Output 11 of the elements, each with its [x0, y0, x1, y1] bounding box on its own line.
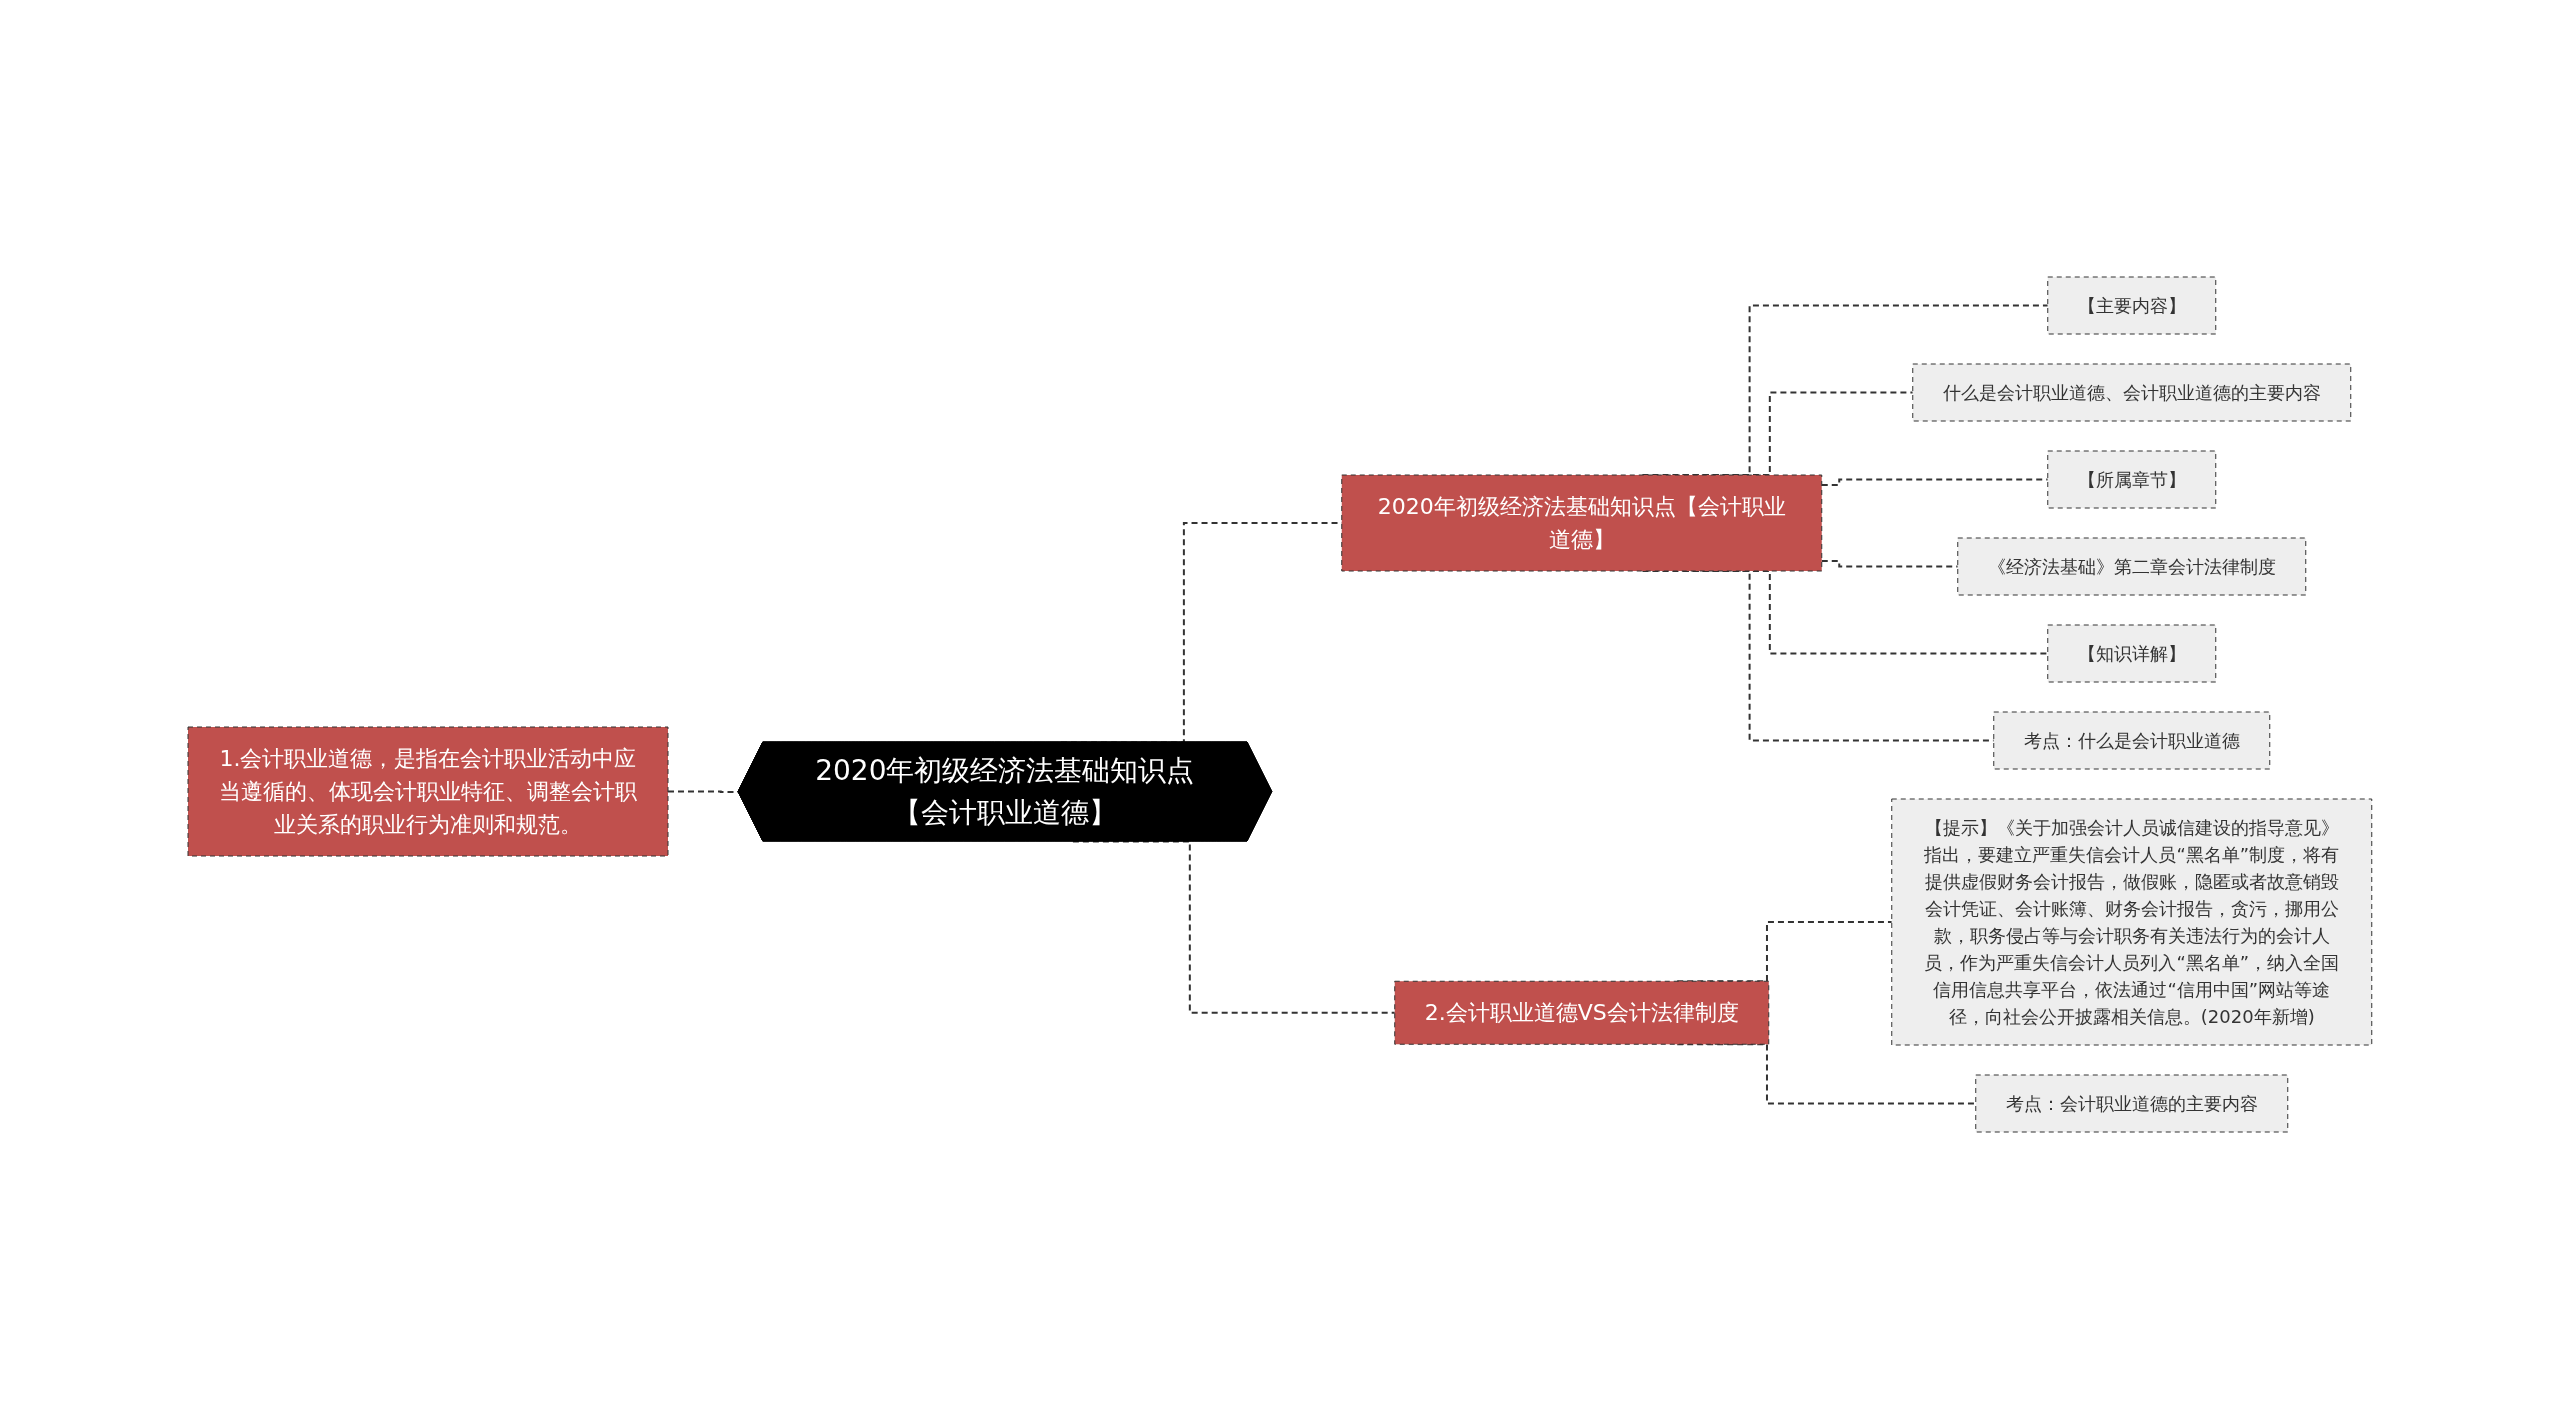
node-box: 【所属章节】 [2047, 450, 2217, 509]
node-box: 【知识详解】 [2047, 624, 2217, 683]
node-box: 考点：什么是会计职业道德 [1993, 711, 2271, 770]
node-box: 【主要内容】 [2047, 276, 2217, 335]
node-box: 1.会计职业道德，是指在会计职业活动中应当遵循的、体现会计职业特征、调整会计职业关系的职业行为准则和规范。 [187, 726, 669, 857]
node-box: 【提示】《关于加强会计人员诚信建设的指导意见》指出，要建立严重失信会计人员“黑名单”制度，将有提供虚假财务会计报告，做假账，隐匿或者故意销毁会计凭证、会计账簿、财务会计报告，贪污，挪用公款，职务侵占等与会计职务有关违法行为的会计人员，作为严重失信会计人员列入“黑名单”，纳入全国信用信息共享平台，依法通过“信用中国”网站等途径，向社会公开披露相关信息。(2020年新增) [1891, 798, 2373, 1046]
node-box: 2.会计职业道德VS会计法律制度 [1394, 980, 1770, 1045]
node-box: 《经济法基础》第二章会计法律制度 [1957, 537, 2307, 596]
node-box: 什么是会计职业道德、会计职业道德的主要内容 [1912, 363, 2352, 422]
node-box: 考点：会计职业道德的主要内容 [1975, 1074, 2289, 1133]
node-box: 2020年初级经济法基础知识点【会计职业道德】 [1341, 474, 1823, 572]
